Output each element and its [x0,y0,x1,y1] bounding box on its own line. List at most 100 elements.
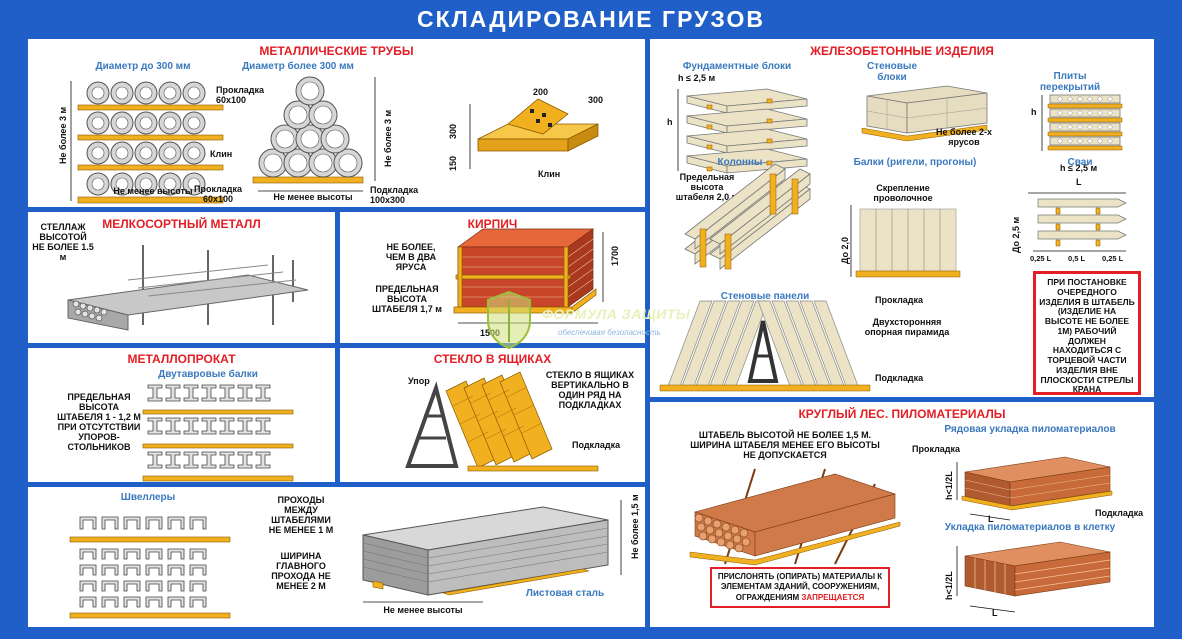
cage-stack-L: L [992,608,998,618]
columns-title: Колонны [717,157,763,168]
cage-stack-title: Укладка пиломатериалов в клетку [944,522,1116,533]
piles-title: Сваи [1067,157,1093,168]
brand-name: ФОРМУЛА ЗАЩИТЫ [542,306,691,322]
floor-slabs [1041,94,1123,151]
foundation-h: h ≤ 2,5 м [678,73,716,83]
wedge-caption: Клин [538,169,561,179]
glass-heading: СТЕКЛО В ЯЩИКАХ [433,352,552,366]
pipes-gasket2-label: Прокладка 60х100 [193,184,243,205]
pipes-large-diam: Диаметр более 300 мм [242,61,354,72]
brick-heading: КИРПИЧ [467,217,518,231]
brand-slogan: обеспечивая безопасность [558,328,661,337]
cage-stack-h: h<1/2L [944,571,954,600]
slabs-h: h ≤ 2,5 м [1060,163,1098,173]
wedge-dim-150: 150 [448,155,458,171]
wedge-dim-300v: 300 [448,123,458,139]
wedge-dim-300: 300 [588,95,604,105]
rolled-ibeams: Двутавровые балки [158,369,258,380]
shield-icon [487,290,531,350]
panels-gasket: Прокладка [875,295,924,305]
glass-stand [405,371,599,472]
lean-warning-prohibited: ЗАПРЕЩАЕТСЯ [801,592,865,602]
wall-blocks [861,85,988,142]
rolled-heading: МЕТАЛЛОПРОКАТ [127,352,236,366]
foundation-blocks [677,88,808,174]
beams-note: Скрепление проволочное [873,183,933,204]
brand-logo: ФОРМУЛА ЗАЩИТЫ обеспечивая безопасность [480,290,710,350]
passage-note: ПРОХОДЫ МЕЖДУ ШТАБЕЛЯМИ НЕ МЕНЕЕ 1 М [268,495,334,536]
wedge-dim-200: 200 [533,87,549,97]
slabs-title: Плиты перекрытий [1040,71,1101,93]
foundation-title: Фундаментные блоки [682,61,792,72]
pipes-small-diam: Диаметр до 300 мм [95,61,191,72]
foundation-hv: h [667,117,673,127]
piles-05: 0,5 L [1068,254,1086,263]
row-stack-h: h<1/2L [944,471,954,500]
main-passage-note: ШИРИНА ГЛАВНОГО ПРОХОДА НЕ МЕНЕЕ 2 М [271,551,331,592]
row-lumber-stack [956,456,1113,521]
rolled-ibeam-note: ПРЕДЕЛЬНАЯ ВЫСОТА ШТАБЕЛЯ 1 - 1,2 М ПРИ … [57,392,141,453]
small-metal-note: СТЕЛЛАЖ ВЫСОТОЙ НЕ БОЛЕЕ 1.5 м [32,222,94,263]
glass-stop: Упор [408,376,430,386]
pipes-heading: МЕТАЛЛИЧЕСКИЕ ТРУБЫ [259,44,414,58]
timber-heading: КРУГЛЫЙ ЛЕС. ПИЛОМАТЕРИАЛЫ [798,407,1006,421]
row-stack-support: Подкладка [1095,508,1144,518]
panels-title: Стеновые панели [720,291,810,302]
pipes-small-stack [70,81,224,204]
channels-title: Швеллеры [120,492,176,503]
panel-channels: Швеллеры ПРОХОДЫ МЕЖДУ ШТАБЕЛЯМИ НЕ МЕНЕ… [28,487,645,627]
beams-h: До 2,0 [840,236,850,264]
cage-lumber-stack [956,541,1111,613]
ibeam-stack [142,384,294,482]
panel-brick: КИРПИЧ НЕ БОЛЕЕ, ЧЕМ В ДВА ЯРУСА ПРЕДЕЛЬ… [340,212,645,343]
wall-blocks-note: Не более 2-х ярусов [936,127,992,148]
panel-glass: СТЕКЛО В ЯЩИКАХ Упор СТЕКЛО В ЯЩИКАХ ВЕР… [340,348,645,482]
sheet-steel-title: Листовая сталь [525,588,605,599]
glass-support: Подкладка [572,440,621,450]
row-stack-L: L [988,514,994,524]
sheet-steel-stack [362,500,622,603]
panel-rolled: МЕТАЛЛОПРОКАТ Двутавровые балки ПРЕДЕЛЬН… [28,348,335,482]
piles-025b: 0,25 L [1102,254,1124,263]
beams-title: Балки (ригели, прогоны) [853,157,977,168]
beams-stack [850,205,961,278]
lean-warning-box: ПРИСЛОНЯТЬ (ОПИРАТЬ) МАТЕРИАЛЫ К ЭЛЕМЕНТ… [710,567,890,609]
small-metal-heading: МЕЛКОСОРТНЫЙ МЕТАЛЛ [102,217,261,231]
brick-note2: ПРЕДЕЛЬНАЯ ВЫСОТА ШТАБЕЛЯ 1,7 м [372,284,442,315]
pipes-min-height2: Не менее высоты [273,192,353,202]
panel-small-metal: МЕЛКОСОРТНЫЙ МЕТАЛЛ СТЕЛЛАЖ ВЫСОТОЙ НЕ Б… [28,212,335,343]
piles-stack [1028,192,1127,252]
wedge-drawing [469,98,599,169]
channel-stack [69,516,231,619]
brick-note1: НЕ БОЛЕЕ, ЧЕМ В ДВА ЯРУСА [385,242,437,273]
crane-rule-box: ПРИ ПОСТАНОВКЕ ОЧЕРЕДНОГО ИЗДЕЛИЯ В ШТАБ… [1033,271,1141,395]
row-stack-gasket: Прокладка [912,444,961,454]
sheet-min-height: Не менее высоты [383,605,463,615]
panel-pipes: МЕТАЛЛИЧЕСКИЕ ТРУБЫ Диаметр до 300 мм Ди… [28,39,645,207]
timber-note: ШТАБЕЛЬ ВЫСОТОЙ НЕ БОЛЕЕ 1,5 М. ШИРИНА Ш… [690,430,880,461]
lean-warning-text: ПРИСЛОНЯТЬ (ОПИРАТЬ) МАТЕРИАЛЫ К ЭЛЕМЕНТ… [717,572,883,602]
pyramid-label: Двухсторонняя опорная пирамида [864,317,950,338]
panel-concrete: ЖЕЛЕЗОБЕТОННЫЕ ИЗДЕЛИЯ Фундаментные блок… [650,39,1154,397]
piles-h: До 2,5 м [1011,216,1021,253]
wall-panels [659,300,871,392]
glass-note: СТЕКЛО В ЯЩИКАХ ВЕРТИКАЛЬНО В ОДИН РЯД Н… [545,370,635,411]
columns-note: Предельная высота штабеля 2,0 м [675,172,739,203]
panel-timber: КРУГЛЫЙ ЛЕС. ПИЛОМАТЕРИАЛЫ ШТАБЕЛЬ ВЫСОТ… [650,402,1154,627]
pipes-height-limit2: Не более 3 м [383,109,393,167]
pipes-large-stack [252,76,376,192]
row-stack-title: Рядовая укладка пиломатериалов [944,424,1116,435]
pipes-gasket-label: Прокладка 60х100 [216,85,265,106]
piles-025a: 0,25 L [1030,254,1052,263]
concrete-heading: ЖЕЛЕЗОБЕТОННЫЕ ИЗДЕЛИЯ [810,44,994,58]
pipes-height-limit: Не более 3 м [58,106,68,164]
columns-stack [684,163,811,270]
pipes-support-label: Подкладка 100х300 [370,185,419,206]
pipes-min-height: Не менее высоты [113,186,193,196]
poster-title: СКЛАДИРОВАНИЕ ГРУЗОВ [416,6,766,32]
round-timber-stack [689,468,901,566]
wall-blocks-title: Стеновые блоки [866,61,918,83]
small-metal-rack [67,245,309,331]
piles-L: L [1076,177,1082,187]
slabs-hv: h [1031,107,1037,117]
